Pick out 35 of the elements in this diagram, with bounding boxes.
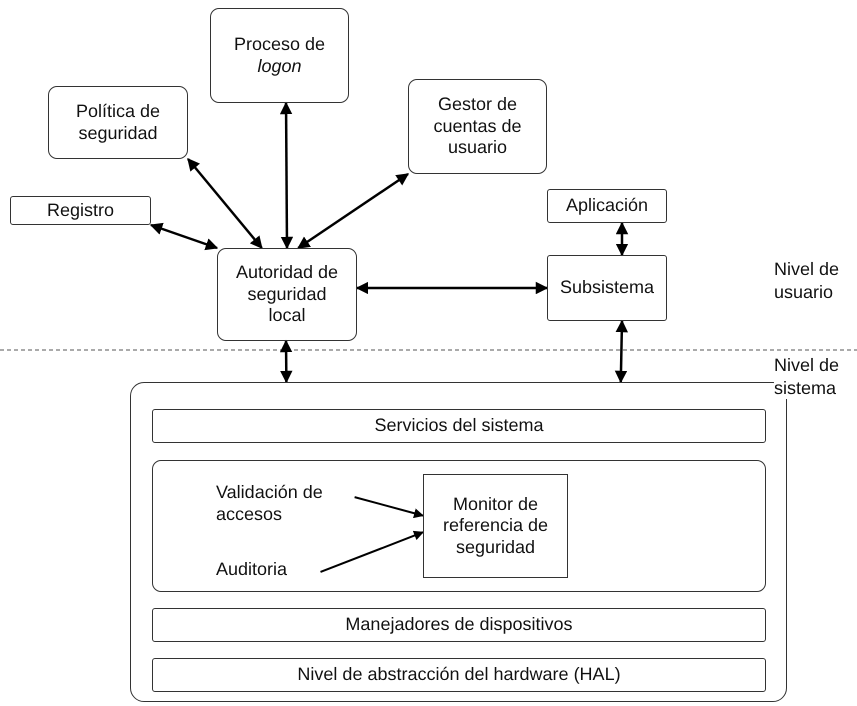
- box-label: Nivel de abstracción del hardware (HAL): [296, 664, 622, 686]
- account-manager-box: [408, 79, 547, 174]
- arrow: [297, 172, 410, 250]
- arrow: [616, 222, 628, 256]
- security-panel: [152, 460, 766, 592]
- arrow: [187, 158, 263, 249]
- registry-box: [10, 196, 151, 225]
- arrow: [280, 340, 293, 384]
- box-label: Subsistema: [558, 277, 656, 299]
- box-label: Proceso de logon: [232, 34, 326, 78]
- policy-box: [48, 86, 188, 159]
- hal-bar: [152, 658, 766, 692]
- arrow: [614, 320, 628, 384]
- system-services-bar: [152, 409, 766, 443]
- box-label: Registro: [46, 200, 116, 222]
- monitor-box: [423, 474, 568, 578]
- subsystem-box: [547, 255, 667, 321]
- arrow: [280, 102, 294, 250]
- process-box: [210, 8, 349, 103]
- label-text: Validación de accesos: [216, 481, 356, 527]
- box-label: Monitor de referencia de seguridad: [442, 494, 550, 558]
- authority-box: [217, 248, 357, 341]
- box-label: Manejadores de dispositivos: [344, 614, 574, 636]
- box-label: Autoridad de seguridad local: [234, 262, 340, 327]
- box-label: Gestor de cuentas de usuario: [432, 94, 523, 159]
- arrow: [354, 496, 424, 518]
- arrow: [320, 530, 424, 573]
- box-label: Servicios del sistema: [373, 415, 545, 437]
- application-box: [547, 189, 667, 223]
- label-text: Auditoria: [216, 556, 326, 584]
- box-label: Política de seguridad: [74, 100, 162, 144]
- device-drivers-bar: [152, 608, 766, 642]
- box-label: Aplicación: [564, 195, 650, 217]
- arrow: [150, 222, 218, 250]
- arrow: [356, 282, 548, 294]
